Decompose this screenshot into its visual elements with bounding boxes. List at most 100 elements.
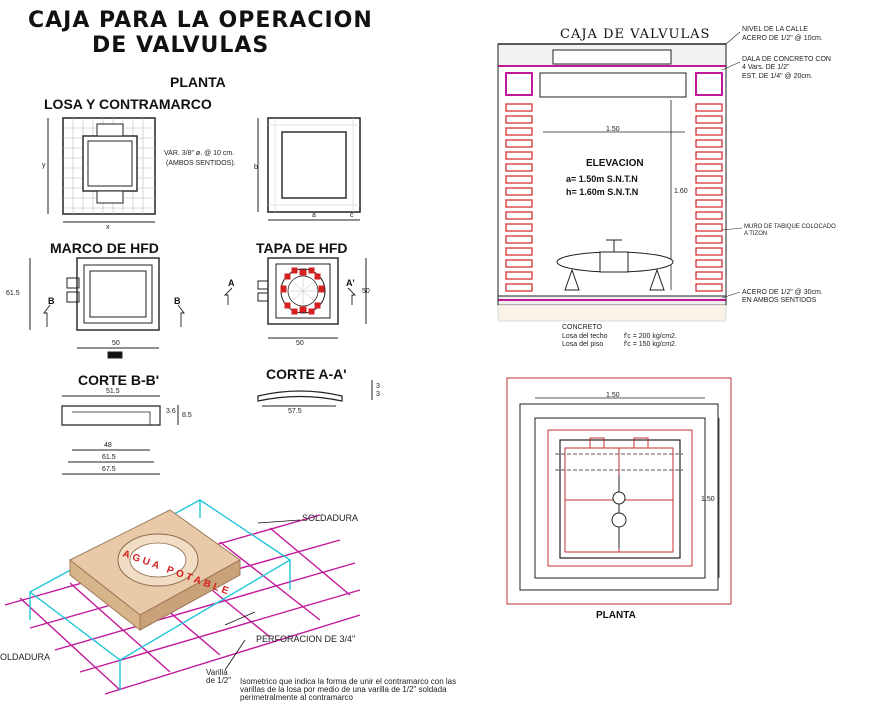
left-wall-brick [505, 175, 533, 184]
dim-3-6: 3.6 [166, 408, 176, 415]
left-wall-brick [505, 151, 533, 160]
tapa-title: TAPA DE HFD [256, 240, 348, 256]
right-wall-brick [695, 103, 723, 112]
right-wall-brick [695, 163, 723, 172]
left-wall-brick [505, 259, 533, 268]
h-dimension-note: h= 1.60m S.N.T.N [566, 187, 639, 197]
elevacion-title: ELEVACION [586, 158, 644, 169]
a-dimension-note: a= 1.50m S.N.T.N [566, 174, 638, 184]
section-a-right: A' [346, 278, 355, 288]
right-wall-brick [695, 283, 723, 292]
left-wall-brick [505, 115, 533, 124]
left-wall-brick [505, 187, 533, 196]
dim-8-5: 8.5 [182, 412, 192, 419]
dim-67-5: 67.5 [102, 466, 116, 473]
dim-a: a [312, 212, 316, 219]
dim-x: x [106, 224, 110, 231]
isometric-note-2: varillas de la losa por medio de una var… [240, 685, 447, 694]
right-wall-brick [695, 199, 723, 208]
right-wall-brick [695, 187, 723, 196]
right-wall-brick [695, 259, 723, 268]
right-wall-brick [695, 235, 723, 244]
varilla-label-2: de 1/2" [206, 676, 232, 685]
isometric-note-1: Isometrico que indica la forma de unir e… [240, 677, 457, 686]
corte-aa-view [257, 380, 373, 407]
muro-note-1: MURO DE TABIQUE COLOCADO [744, 224, 836, 230]
fc-techo-label: f'c = 200 kg/cm2. [624, 333, 677, 340]
fc-piso-label: f'c = 150 kg/cm2. [624, 341, 677, 348]
losa-section-view [257, 117, 361, 221]
dim-1-50-elevation: 1.50 [606, 126, 620, 133]
right-wall-brick [695, 247, 723, 256]
soldadura-label: SOLDADURA [302, 513, 359, 523]
dim-1-50-plan-v: 1.50 [701, 496, 715, 503]
dim-c: c [350, 212, 354, 219]
right-wall-brick [695, 127, 723, 136]
acero-piso-note-2: EN AMBOS SENTIDOS [742, 297, 817, 304]
ambos-note: (AMBOS SENTIDOS). [166, 160, 236, 167]
left-wall-brick [505, 139, 533, 148]
left-wall-brick [505, 211, 533, 220]
right-wall-brick [695, 151, 723, 160]
dim-50-marco: 50 [112, 340, 120, 347]
brick-wall-left [505, 103, 533, 292]
corte-bb-title: CORTE B-B' [78, 372, 160, 388]
elevation-section [497, 43, 727, 322]
left-wall-brick [505, 247, 533, 256]
main-title-line2: DE VALVULAS [92, 33, 270, 58]
section-b-left: B [48, 296, 55, 306]
nivel-calle-note: NIVEL DE LA CALLE [742, 26, 808, 33]
corte-aa-title: CORTE A-A' [266, 366, 347, 382]
left-wall-brick [505, 127, 533, 136]
planta-bottom-title: PLANTA [596, 610, 636, 621]
dim-3-bottom: 3 [376, 391, 380, 398]
losa-title: LOSA Y CONTRAMARCO [44, 96, 212, 112]
losa-piso-label: Losa del piso [562, 341, 604, 348]
left-wall-brick [505, 163, 533, 172]
soldadura-cut-label: OLDADURA [0, 652, 51, 662]
varilla-label-1: Varilla [206, 668, 228, 677]
dala-note-1: DALA DE CONCRETO CON [742, 56, 831, 63]
right-wall-brick [695, 271, 723, 280]
right-wall-brick [695, 211, 723, 220]
perforacion-label: PERFORACION DE 3/4" [256, 634, 356, 644]
left-wall-brick [505, 235, 533, 244]
isometric-view [4, 499, 361, 695]
main-title-line1: CAJA PARA LA OPERACION [28, 8, 373, 33]
left-wall-brick [505, 271, 533, 280]
muro-note-2: A TIZON [744, 231, 768, 237]
dim-b: b [254, 164, 258, 171]
dim-61-5-marco: 61.5 [6, 290, 20, 297]
brick-wall-right [695, 103, 723, 292]
marco-hfd-view [29, 257, 185, 359]
dim-57-5: 57.5 [288, 408, 302, 415]
right-wall-brick [695, 115, 723, 124]
dim-51-5: 51.5 [106, 388, 120, 395]
var-note: VAR. 3/8" ø. @ 10 cm. [164, 150, 235, 157]
dim-50-tapa-v: 50 [362, 288, 370, 295]
dim-48: 48 [104, 442, 112, 449]
dala-note-2: 4 Vars. DE 1/2" [742, 64, 790, 71]
elevation-leader-lines [721, 31, 743, 299]
right-wall-brick [695, 139, 723, 148]
planta-top-title: PLANTA [170, 74, 226, 90]
left-wall-brick [505, 199, 533, 208]
dim-50-tapa-h: 50 [296, 340, 304, 347]
corte-bb-view [61, 395, 179, 475]
acero-piso-note-1: ACERO DE 1/2" @ 30cm. [742, 289, 823, 296]
section-b-right: B [174, 296, 181, 306]
left-wall-brick [505, 103, 533, 112]
right-wall-brick [695, 223, 723, 232]
tapa-hfd-view [223, 257, 367, 339]
dala-note-3: EST. DE 1/4" @ 20cm. [742, 73, 813, 80]
dim-1-50-plan-h: 1.50 [606, 392, 620, 399]
isometric-note-3: perimetralmente al contramarco [240, 693, 353, 702]
dim-3-top: 3 [376, 383, 380, 390]
concreto-label: CONCRETO [562, 324, 602, 331]
left-wall-brick [505, 223, 533, 232]
dim-61-5-corte: 61.5 [102, 454, 116, 461]
planta-bottom-view [506, 377, 732, 605]
dim-y: y [42, 162, 46, 169]
dim-1-60-elevation: 1.60 [674, 188, 688, 195]
